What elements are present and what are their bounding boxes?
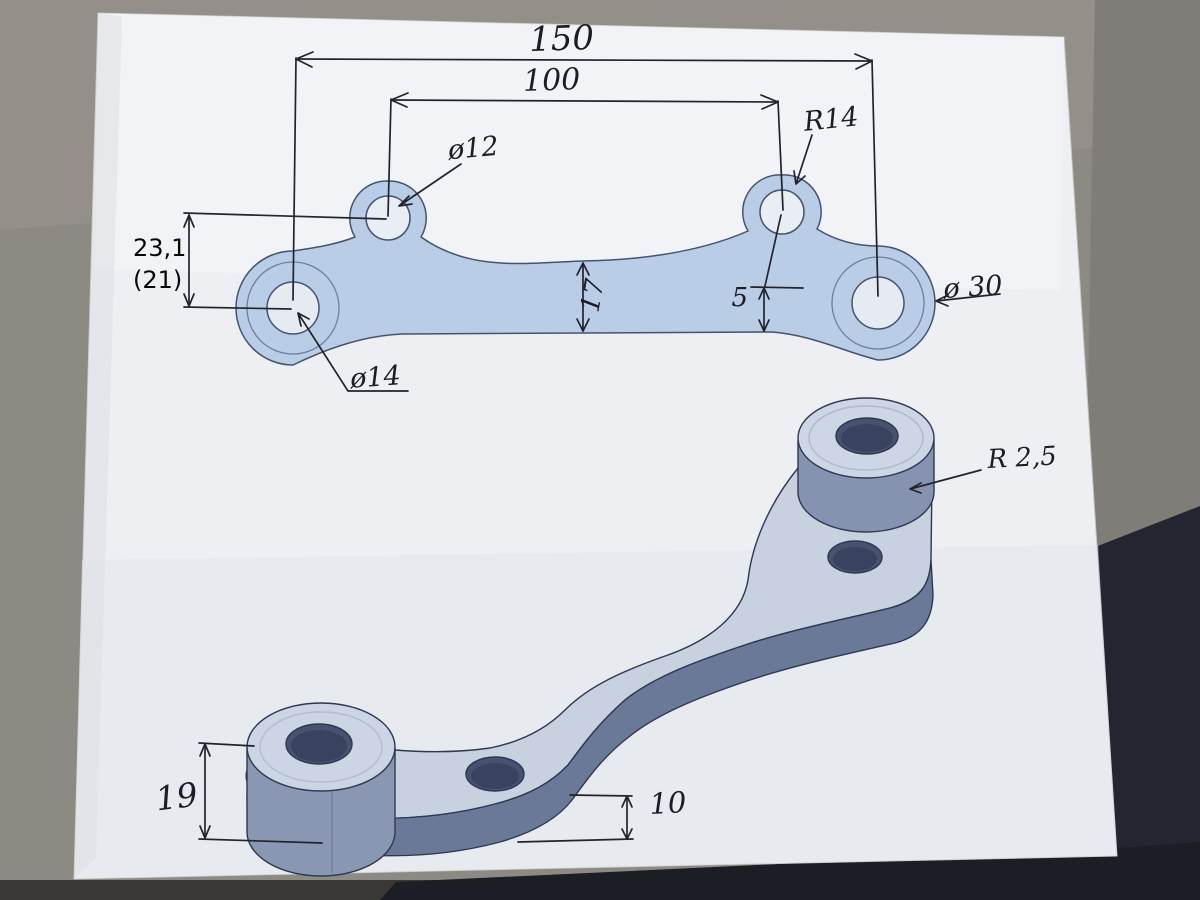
dim-d14-label: ø14 — [348, 360, 402, 395]
dim-d12-label: ø12 — [446, 131, 500, 166]
iso-view-dimensions — [198, 469, 982, 844]
iso-lower-boss-bore-shadow — [291, 730, 347, 762]
labels: 150 100 R14 ø12 23,1 (21) ø 30 ø14 17 5 … — [133, 18, 1057, 821]
dim-10-ext-bottom — [517, 838, 634, 843]
fabric-shade-right — [1085, 0, 1200, 560]
iso-view — [245, 397, 935, 877]
dim-231-arrows — [183, 214, 195, 307]
dim-10-arrows — [621, 795, 633, 840]
front-view-dimensions — [183, 51, 1001, 392]
dim-231-ext-bottom — [183, 306, 292, 310]
dim-5-arrows — [758, 287, 770, 332]
dim-19-arrows — [199, 743, 211, 839]
front-view — [235, 174, 936, 366]
dim-d14-leader — [297, 312, 409, 392]
right-boss-chamfer-ring — [831, 256, 925, 350]
dim-19-ext-bottom — [198, 838, 323, 844]
dim-d30-label: ø 30 — [941, 270, 1003, 305]
dim-100-line — [390, 99, 779, 103]
dim-r14-label: R14 — [801, 101, 860, 138]
dim-r14-leader — [793, 134, 813, 185]
front-view-part-outline — [235, 174, 936, 366]
dim-150-ext-right — [871, 59, 879, 297]
dim-100-label: 100 — [522, 62, 580, 99]
dim-d12-leader — [398, 163, 462, 207]
dim-17-label: 17 — [575, 276, 610, 314]
iso-top-boss-bore-shadow — [841, 424, 893, 452]
dim-150-label: 150 — [528, 18, 594, 60]
dim-10-label: 10 — [649, 785, 688, 821]
dim-100-arrows — [390, 92, 779, 110]
dim-5-ext-slant — [764, 214, 782, 287]
iso-top-boss-chamfer-ring — [808, 405, 924, 471]
dim-5-label: 5 — [731, 283, 748, 313]
dim-100-ext-left — [387, 98, 392, 217]
iso-upper-small-hole-shadow — [833, 547, 877, 571]
dim-d30-leader — [935, 293, 1001, 307]
dim-231-label: 23,1 — [133, 234, 186, 262]
dim-19-ext-top — [198, 742, 255, 747]
dim-10-ext-top — [569, 794, 633, 797]
dim-231-ext-top — [183, 212, 387, 220]
iso-lower-small-hole-shadow — [471, 763, 519, 789]
dim-17-arrows — [576, 262, 590, 332]
dim-21-label: (21) — [133, 266, 182, 294]
iso-lower-boss-chamfer-ring — [259, 711, 383, 783]
dim-r25-leader — [909, 469, 982, 494]
paper-sheen-top — [95, 13, 1064, 290]
dim-100-ext-right — [777, 100, 784, 211]
dim-19-label: 19 — [153, 775, 199, 819]
dim-150-ext-left — [292, 57, 297, 301]
dim-150-line — [295, 58, 873, 62]
dim-r25-label: R 2,5 — [986, 441, 1058, 475]
dim-150-arrows — [295, 51, 873, 70]
paper-shade-left — [74, 13, 122, 879]
dim-5-ext-top — [750, 286, 804, 289]
